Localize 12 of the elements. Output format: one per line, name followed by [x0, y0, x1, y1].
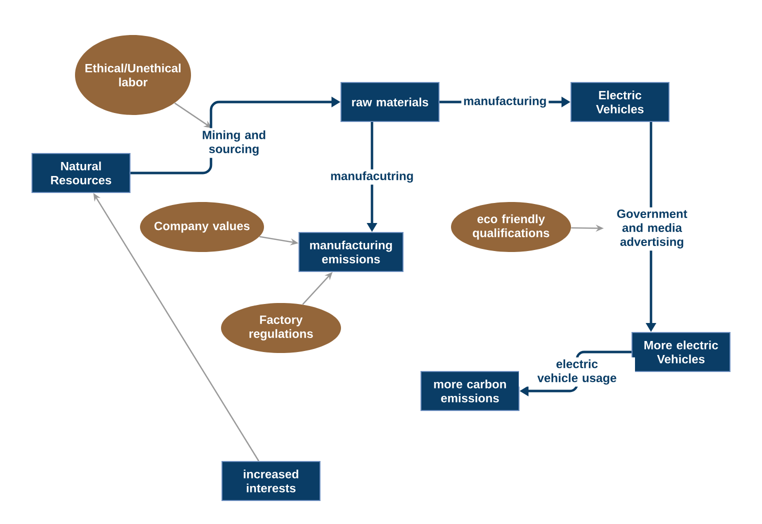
process-box: increased interests [222, 461, 320, 501]
process-box: manufacturing emissions [298, 232, 404, 272]
flow-text: Mining and sourcing [202, 130, 266, 156]
process-box: More electric Vehicles [632, 332, 730, 372]
process-box: Natural Resources [32, 153, 130, 193]
edge-label: manufacutring [328, 169, 416, 185]
process-box: more carbon emissions [420, 371, 520, 411]
flow-text: Government and media advertising [617, 210, 688, 248]
process-box: Electric Vehicles [570, 82, 670, 122]
edge-label: electric vehicle usage [519, 357, 635, 387]
edge-label: manufacturing [461, 94, 549, 110]
process-box: raw materials [340, 82, 440, 122]
